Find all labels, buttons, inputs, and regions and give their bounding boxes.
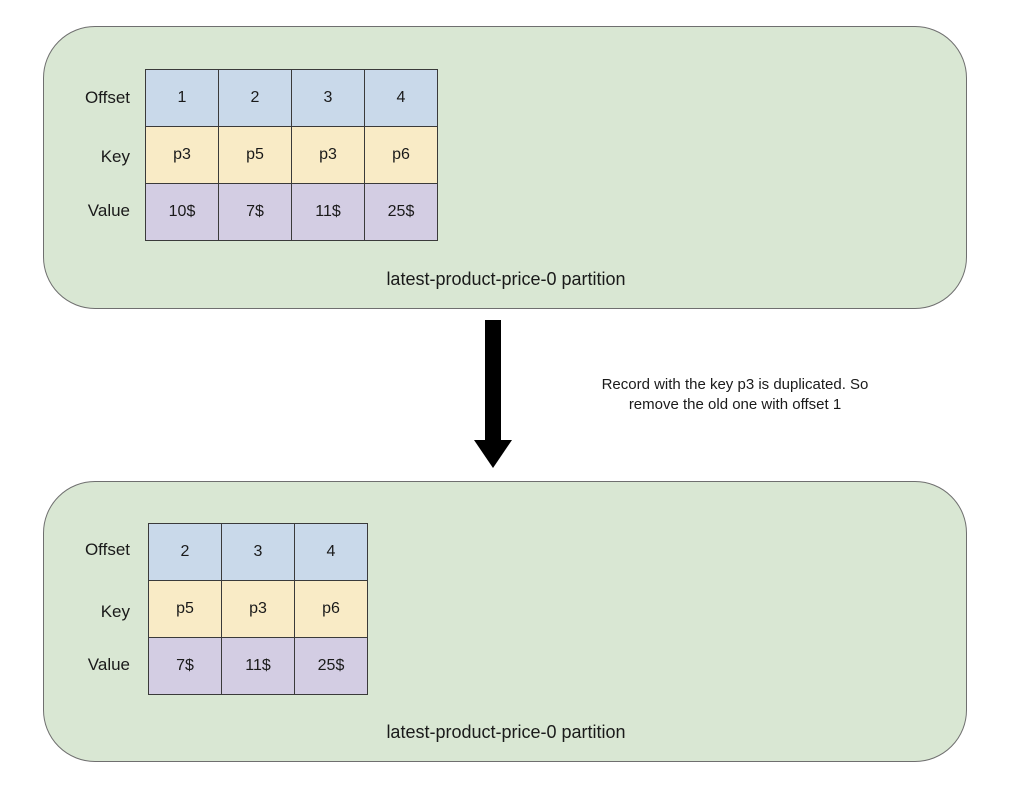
value-cell: 25$: [294, 637, 368, 695]
key-cell: p3: [221, 580, 295, 638]
partition-caption: latest-product-price-0 partition: [386, 269, 626, 289]
offset-row: 1 2 3 4: [145, 69, 438, 127]
value-cell: 11$: [221, 637, 295, 695]
offset-cell: 4: [364, 69, 438, 127]
arrow-down-icon: [474, 320, 512, 468]
offset-row: 2 3 4: [148, 523, 368, 581]
bottom-partition-table: 2 3 4 p5 p3 p6 7$ 11$ 25$: [148, 523, 368, 695]
key-row: p3 p5 p3 p6: [145, 126, 438, 184]
note-line: Record with the key p3 is duplicated. So: [601, 376, 869, 393]
partition-caption: latest-product-price-0 partition: [386, 722, 626, 742]
top-partition-table: 1 2 3 4 p3 p5 p3 p6 10$ 7$ 11$ 25$: [145, 69, 438, 241]
value-cell: 25$: [364, 183, 438, 241]
value-cell: 11$: [291, 183, 365, 241]
offset-cell: 2: [148, 523, 222, 581]
offset-row-label: Offset: [84, 88, 130, 107]
offset-cell: 2: [218, 69, 292, 127]
offset-cell: 4: [294, 523, 368, 581]
key-cell: p6: [294, 580, 368, 638]
key-row: p5 p3 p6: [148, 580, 368, 638]
offset-row-label: Offset: [84, 540, 130, 559]
key-cell: p5: [218, 126, 292, 184]
value-row-label: Value: [87, 655, 130, 674]
transition-note: Record with the key p3 is duplicated. So…: [530, 375, 940, 415]
offset-cell: 3: [221, 523, 295, 581]
value-cell: 10$: [145, 183, 219, 241]
value-row: 7$ 11$ 25$: [148, 637, 368, 695]
key-cell: p3: [291, 126, 365, 184]
value-row: 10$ 7$ 11$ 25$: [145, 183, 438, 241]
offset-cell: 1: [145, 69, 219, 127]
value-row-label: Value: [87, 201, 130, 220]
key-cell: p3: [145, 126, 219, 184]
offset-cell: 3: [291, 69, 365, 127]
value-cell: 7$: [218, 183, 292, 241]
key-row-label: Key: [100, 147, 130, 166]
note-line: remove the old one with offset 1: [628, 396, 842, 413]
key-cell: p5: [148, 580, 222, 638]
bottom-partition-panel: Offset Key Value 2 3 4 p5 p3 p6 7$ 11$ 2…: [43, 481, 967, 762]
key-cell: p6: [364, 126, 438, 184]
key-row-label: Key: [100, 602, 130, 621]
value-cell: 7$: [148, 637, 222, 695]
top-partition-panel: Offset Key Value 1 2 3 4 p3 p5 p3 p6 10$…: [43, 26, 967, 309]
